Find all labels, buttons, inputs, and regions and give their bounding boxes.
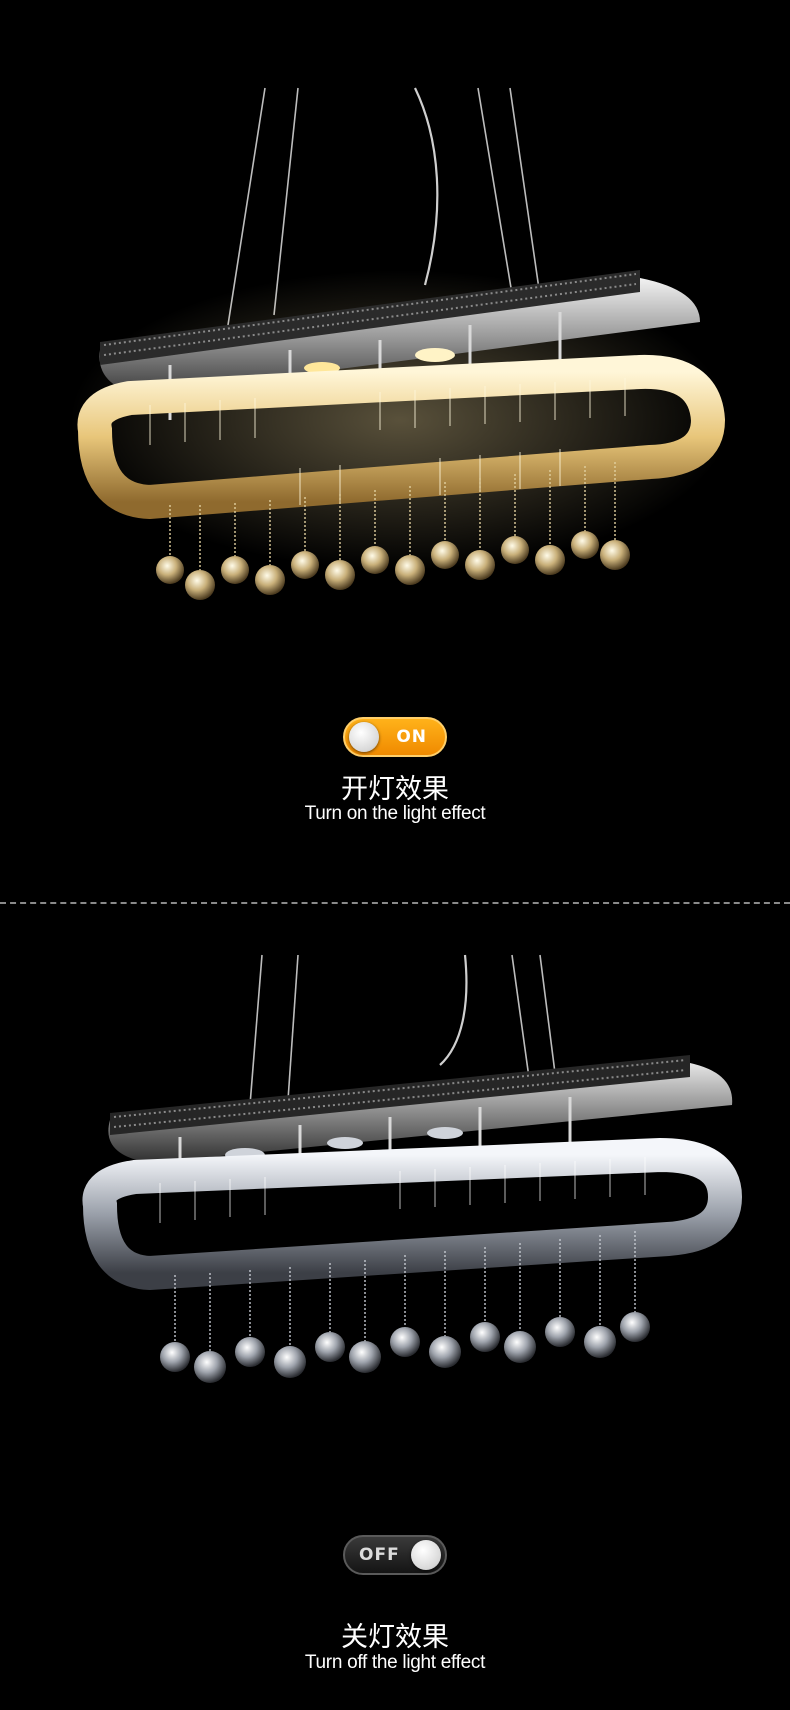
light-off-section: OFF 关灯效果 Turn off the light effect bbox=[0, 905, 790, 1710]
section-divider bbox=[0, 902, 790, 904]
light-off-toggle[interactable]: OFF bbox=[343, 1535, 447, 1575]
light-off-caption-en: Turn off the light effect bbox=[304, 1652, 486, 1673]
chandelier-lit-image bbox=[70, 87, 730, 600]
toggle-off-label: OFF bbox=[359, 1545, 400, 1565]
toggle-knob-icon bbox=[411, 1540, 441, 1570]
chandelier-unlit-image bbox=[82, 954, 743, 1383]
toggle-knob-icon bbox=[349, 722, 379, 752]
light-on-caption-en: Turn on the light effect bbox=[304, 803, 486, 824]
light-on-section: ON 开灯效果 Turn on the light effect bbox=[70, 87, 730, 824]
toggle-on-label: ON bbox=[396, 727, 427, 747]
light-on-caption-zh: 开灯效果 bbox=[341, 774, 449, 805]
light-on-toggle[interactable]: ON bbox=[343, 717, 447, 757]
light-off-caption-zh: 关灯效果 bbox=[341, 1622, 449, 1653]
